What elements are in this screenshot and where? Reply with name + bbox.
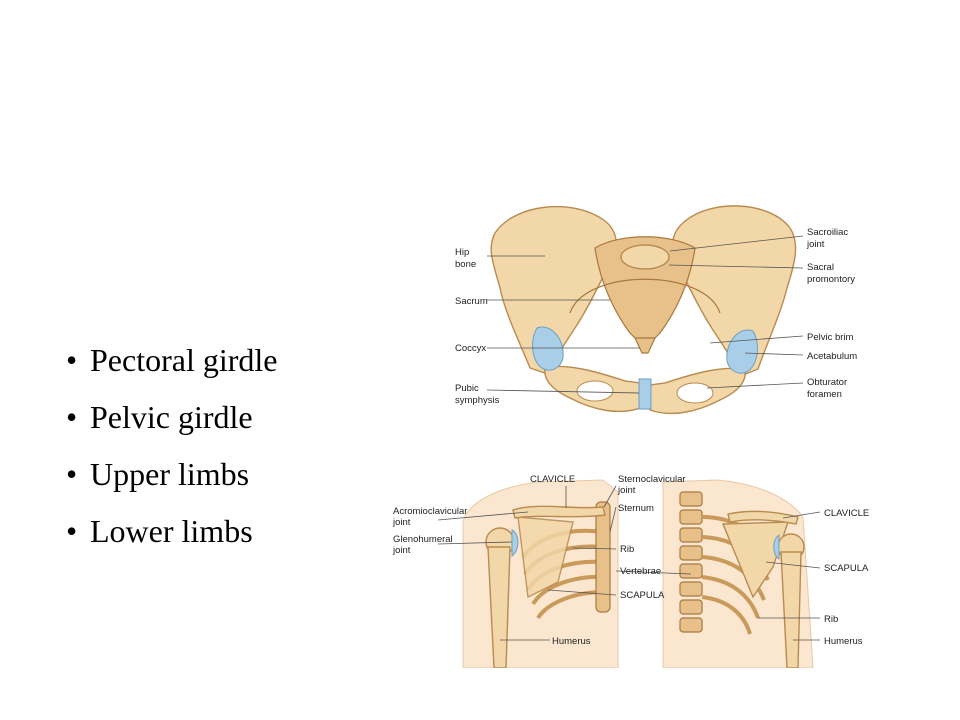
label-sternoclavicular-joint: joint [617, 485, 636, 496]
left-iliac-wing [490, 205, 617, 374]
label-sternum: Sternum [618, 503, 654, 514]
pelvic-brim [569, 278, 721, 314]
label-acetabulum: Acetabulum [807, 351, 857, 362]
bullet-item: •Upper limbs [66, 456, 250, 492]
bullet-text: Lower limbs [90, 513, 253, 549]
sternum [595, 501, 611, 613]
label-clavicle-anterior: CLAVICLE [530, 474, 575, 485]
label-sacroiliac: Sacroiliac [807, 227, 848, 238]
label-foramen: foramen [807, 389, 842, 400]
label-hip-bone: bone [455, 259, 476, 270]
label-scapula-anterior: SCAPULA [620, 590, 665, 601]
bullet-item: •Pectoral girdle [66, 342, 278, 378]
label-acromioclavicular: Acromioclavicular [393, 506, 467, 517]
posterior-scapula [721, 521, 789, 599]
anterior-humerus [487, 546, 511, 668]
right-obturator-foramen [676, 382, 714, 404]
bullet-text: Pectoral girdle [90, 342, 278, 378]
label-sacrum: Sacrum [455, 296, 488, 307]
label-hip: Hip [455, 247, 469, 258]
label-humerus-anterior: Humerus [552, 636, 591, 647]
posterior-clavicle [727, 510, 799, 525]
label-scapula-posterior: SCAPULA [824, 563, 869, 574]
label-pubic: Pubic [455, 383, 479, 394]
posterior-glenohumeral-cartilage [773, 534, 780, 560]
label-rib-posterior: Rib [824, 614, 838, 625]
label-vertebrae: Vertebrae [620, 566, 661, 577]
left-acetabulum [532, 326, 564, 371]
glenohumeral-cartilage [511, 529, 519, 558]
label-sacroiliac-joint: joint [806, 239, 825, 250]
label-sternoclavicular: Sternoclavicular [618, 474, 686, 485]
label-rib-anterior: Rib [620, 544, 634, 555]
label-coccyx: Coccyx [455, 343, 486, 354]
bullet-list: •Pectoral girdle •Pelvic girdle •Upper l… [66, 332, 277, 560]
bullet-text: Pelvic girdle [90, 399, 253, 435]
label-pelvic-brim: Pelvic brim [807, 332, 854, 343]
label-acromioclavicular-joint: joint [392, 517, 411, 528]
vertebral-column [679, 491, 703, 633]
anterior-clavicle [512, 505, 606, 519]
left-obturator-foramen [576, 380, 614, 402]
label-obturator: Obturator [807, 377, 847, 388]
shoulder-girdle-diagram: CLAVICLE Sternoclavicular joint Sternum … [392, 474, 869, 668]
bullet-item: •Lower limbs [66, 513, 253, 549]
label-sacral: Sacral [807, 262, 834, 273]
coccyx [634, 337, 656, 354]
label-symphysis: symphysis [455, 395, 500, 406]
posterior-humerus [780, 551, 802, 668]
anterior-scapula [517, 516, 574, 599]
sacral-promontory [620, 244, 670, 270]
label-glenohumeral: Glenohumeral [393, 534, 453, 545]
label-glenohumeral-joint: joint [392, 545, 411, 556]
label-clavicle-posterior: CLAVICLE [824, 508, 869, 519]
pelvis-diagram: Hip bone Sacrum Coccyx Pubic symphysis S… [455, 205, 857, 415]
sacrum [594, 236, 696, 344]
bullet-item: •Pelvic girdle [66, 399, 253, 435]
label-humerus-posterior: Humerus [824, 636, 863, 647]
label-promontory: promontory [807, 274, 855, 285]
right-iliac-wing [671, 205, 797, 376]
bullet-text: Upper limbs [90, 456, 250, 492]
pubic-symphysis-cartilage [638, 378, 652, 410]
